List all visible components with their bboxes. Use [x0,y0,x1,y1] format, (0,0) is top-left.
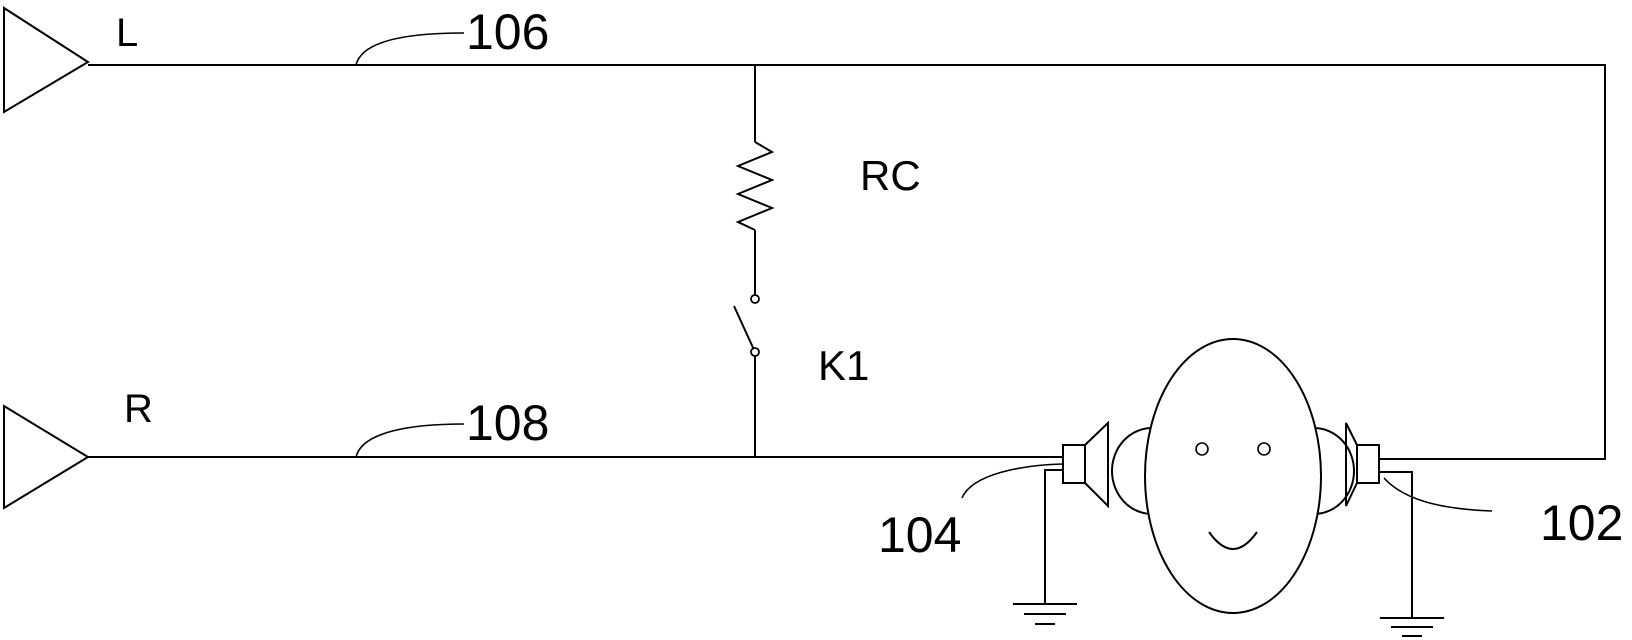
left-speaker-leader [961,463,1064,499]
switch-contact-bottom [750,347,760,357]
left-line-leader [355,32,465,66]
right-speaker-cone [1345,422,1358,507]
left-channel-label: L [116,11,138,55]
left-signal-line [88,64,1606,460]
switch-blade-k1 [733,305,756,353]
left-line-ref-label: 106 [466,4,549,60]
resistor-label: RC [860,152,921,199]
left-eye [1195,442,1209,456]
right-speaker-ref-label: 102 [1540,495,1623,551]
right-speaker-ground-wire [1379,471,1413,618]
right-eye [1257,442,1271,456]
left-input-amplifier [3,6,90,114]
right-speaker-body [1356,444,1380,484]
switch-contact-top [750,294,760,304]
left-speaker-cone [1084,420,1109,509]
right-line-ref-label: 108 [466,395,549,451]
left-speaker-ground-wire [1044,469,1063,604]
mouth [1208,531,1258,550]
right-input-amplifier [3,404,90,510]
left-speaker-ref-label: 104 [878,507,961,563]
right-speaker-leader [1383,477,1493,512]
left-speaker-body [1062,444,1086,484]
resistor-rc [735,141,775,231]
right-channel-label: R [124,387,153,431]
listener-head [1144,338,1322,614]
right-line-leader [355,423,465,458]
right-ground-icon [1380,617,1444,637]
switch-label: K1 [818,342,869,389]
left-ground-icon [1013,603,1077,625]
